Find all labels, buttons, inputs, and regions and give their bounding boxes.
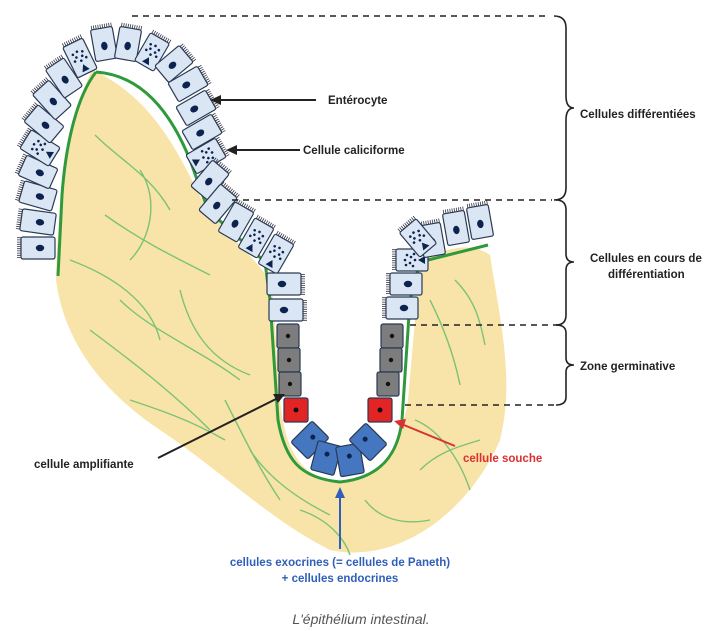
germinative-cell <box>279 372 301 396</box>
label-differentiating-cells-line1: Cellules en cours de <box>590 253 702 265</box>
enterocyte-cell <box>90 22 118 61</box>
enterocyte-cell <box>17 237 55 259</box>
label-differentiating-cells-line2: différentiation <box>608 269 685 281</box>
enterocyte-cell <box>267 273 305 295</box>
label-goblet-cell: Cellule caliciforme <box>303 145 405 157</box>
germinative-cell <box>381 324 403 348</box>
brace-differentiating <box>556 200 574 325</box>
enterocyte-cell <box>386 273 422 295</box>
zone-braces <box>554 16 574 405</box>
enterocyte-cell <box>466 200 494 239</box>
germinative-cell <box>377 372 399 396</box>
brace-germinative <box>556 325 574 405</box>
label-paneth-cells-line2: + cellules endocrines <box>282 573 399 585</box>
brace-differentiated <box>554 16 574 200</box>
stem-cell <box>368 398 392 422</box>
germinative-cell <box>380 348 402 372</box>
enterocyte-cell <box>16 208 57 235</box>
germinative-cell <box>278 348 300 372</box>
stem-cell <box>284 398 308 422</box>
figure-caption: L'épithélium intestinal. <box>292 611 429 627</box>
enterocyte-cell <box>269 299 307 321</box>
enterocyte-cell <box>442 206 470 245</box>
label-enterocyte: Entérocyte <box>328 95 387 107</box>
label-stem-cell: cellule souche <box>463 453 542 465</box>
label-differentiated-cells: Cellules différentiées <box>580 109 696 121</box>
label-amplifying-cell: cellule amplifiante <box>34 459 134 471</box>
label-paneth-cells-line1: cellules exocrines (= cellules de Paneth… <box>230 557 450 569</box>
germinative-cell <box>277 324 299 348</box>
enterocyte-cell <box>382 297 418 319</box>
label-germinative-zone: Zone germinative <box>580 361 675 373</box>
